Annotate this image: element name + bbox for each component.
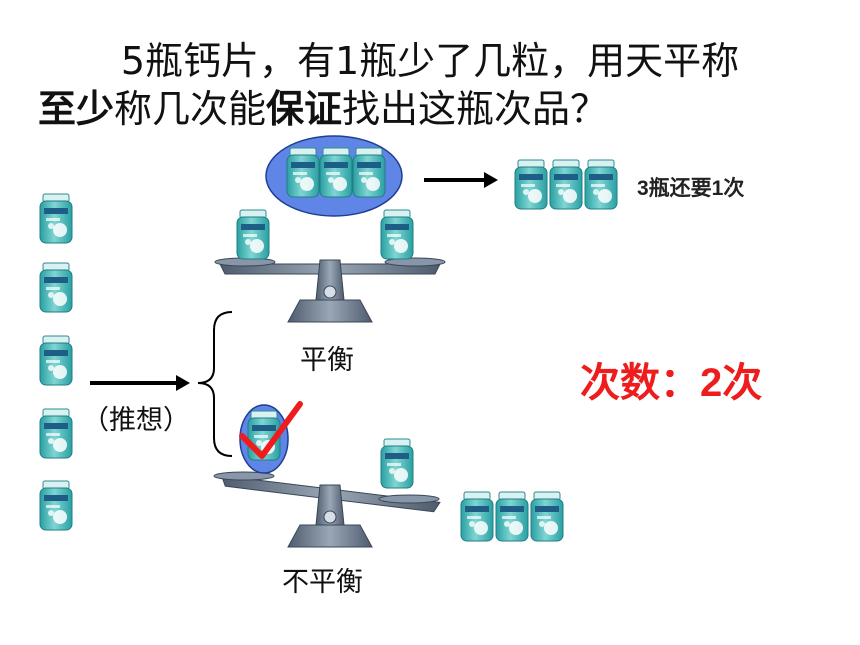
bottle-icon [530,491,564,542]
bottle-icon [39,335,73,386]
title-bold-guarantee: 保证 [266,87,343,131]
title-line-2: 至少称几次能保证找出这瓶次品？ [38,78,608,133]
title-line-1: 5瓶钙片，有1瓶少了几粒，用天平称 [120,39,740,83]
bottle-icon [286,147,320,198]
bottle-icon [319,147,353,198]
bottle-icon [39,480,73,531]
bottle-icon [380,438,414,489]
unbalanced-label: 不平衡 [282,567,363,598]
check-icon [239,401,303,459]
arrow-icon [90,375,190,391]
three-bottles-note: 3瓶还要1次 [637,177,745,200]
bottle-icon [460,491,494,542]
bottle-icon [549,159,583,210]
bottle-icon [39,193,73,244]
weighing-count: 次数：2次 [580,361,763,405]
title-end: 找出这瓶次品？ [342,87,609,131]
arrow-icon [424,172,498,188]
bottle-icon [514,159,548,210]
brace-icon [197,311,233,457]
bottle-icon [380,209,414,260]
bottle-icon [39,408,73,459]
bottle-icon [584,159,618,210]
balanced-label: 平衡 [300,345,354,376]
bottle-icon [236,209,270,260]
guess-label: （推想） [82,405,190,436]
bottle-icon [39,262,73,313]
bottle-icon [352,147,386,198]
left-bottle-column [39,193,73,531]
bottle-icon [495,491,529,542]
scale-icon-balanced [214,257,446,323]
title-bold-least: 至少 [38,87,115,131]
title-mid: 称几次能 [114,87,267,131]
